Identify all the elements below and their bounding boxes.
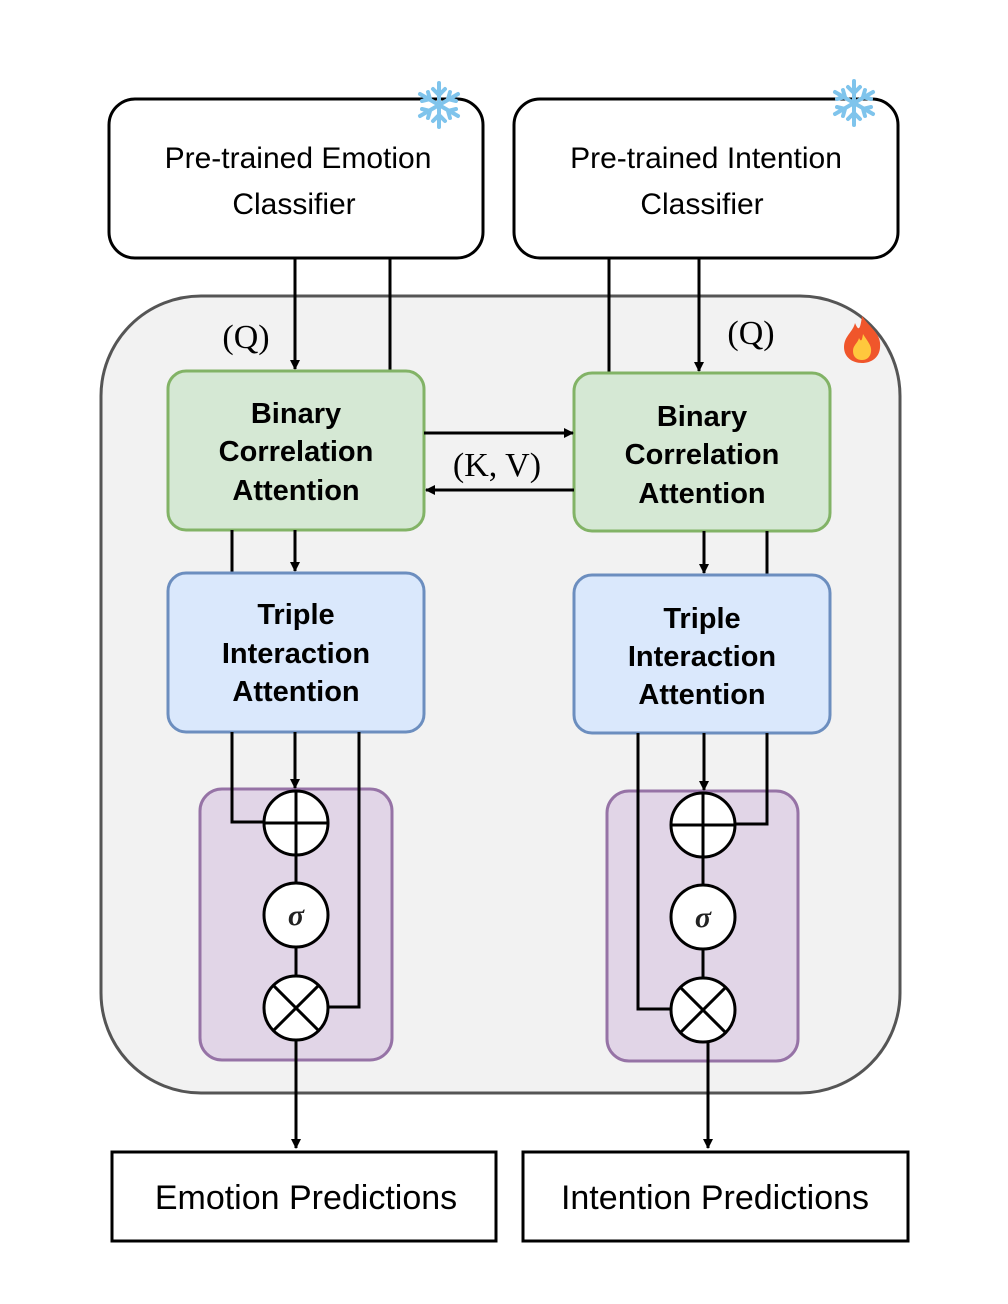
tia-right-line1: Triple <box>663 603 740 635</box>
intention-gate-to-mul <box>636 733 671 1011</box>
bca-right-line1: Binary <box>657 401 747 433</box>
intention-sigmoid-node: σ <box>669 883 737 951</box>
intention-residual-to-add <box>736 733 769 826</box>
emotion-predictions-label: Emotion Predictions <box>155 1179 457 1217</box>
q-label-right: (Q) <box>727 315 774 352</box>
emotion-residual-to-add <box>230 732 263 824</box>
tia-right-line3: Attention <box>638 679 765 711</box>
snowflake-icon <box>833 79 875 127</box>
intention-binary-correlation-attention <box>572 371 832 533</box>
sigma-label: σ <box>695 901 712 934</box>
intention-predictions-label: Intention Predictions <box>561 1179 869 1217</box>
bca-left-line1: Binary <box>251 398 341 430</box>
tia-left-line1: Triple <box>257 599 334 631</box>
intention-predictions-box <box>521 1150 910 1243</box>
emotion-gate-to-mul <box>329 732 361 1009</box>
q-label-left: (Q) <box>222 319 269 356</box>
sigma-label: σ <box>288 899 305 932</box>
emotion-classifier-box <box>107 97 485 260</box>
emotion-classifier-line1: Pre-trained Emotion <box>165 142 432 175</box>
snowflake-icon <box>418 81 460 129</box>
tia-left-line3: Attention <box>232 676 359 708</box>
tia-left-line2: Interaction <box>222 638 370 670</box>
intention-triple-interaction-attention <box>572 573 832 735</box>
bca-left-line3: Attention <box>232 475 359 507</box>
bca-right-line3: Attention <box>638 478 765 510</box>
fire-icon <box>844 316 881 363</box>
intention-classifier-line1: Pre-trained Intention <box>570 142 842 175</box>
kv-label: (K, V) <box>453 447 541 484</box>
tia-right-line2: Interaction <box>628 641 776 673</box>
emotion-add-node <box>262 789 330 857</box>
emotion-predictions-box <box>110 1150 498 1243</box>
intention-multiply-node <box>669 976 737 1044</box>
emotion-classifier-line2: Classifier <box>232 188 355 221</box>
emotion-multiply-node <box>262 974 330 1042</box>
intention-classifier-box <box>512 97 900 260</box>
intention-add-node <box>669 791 737 859</box>
bca-right-line2: Correlation <box>625 439 780 471</box>
emotion-sigmoid-node: σ <box>262 881 330 949</box>
intention-classifier-line2: Classifier <box>640 188 763 221</box>
bca-left-line2: Correlation <box>219 436 374 468</box>
